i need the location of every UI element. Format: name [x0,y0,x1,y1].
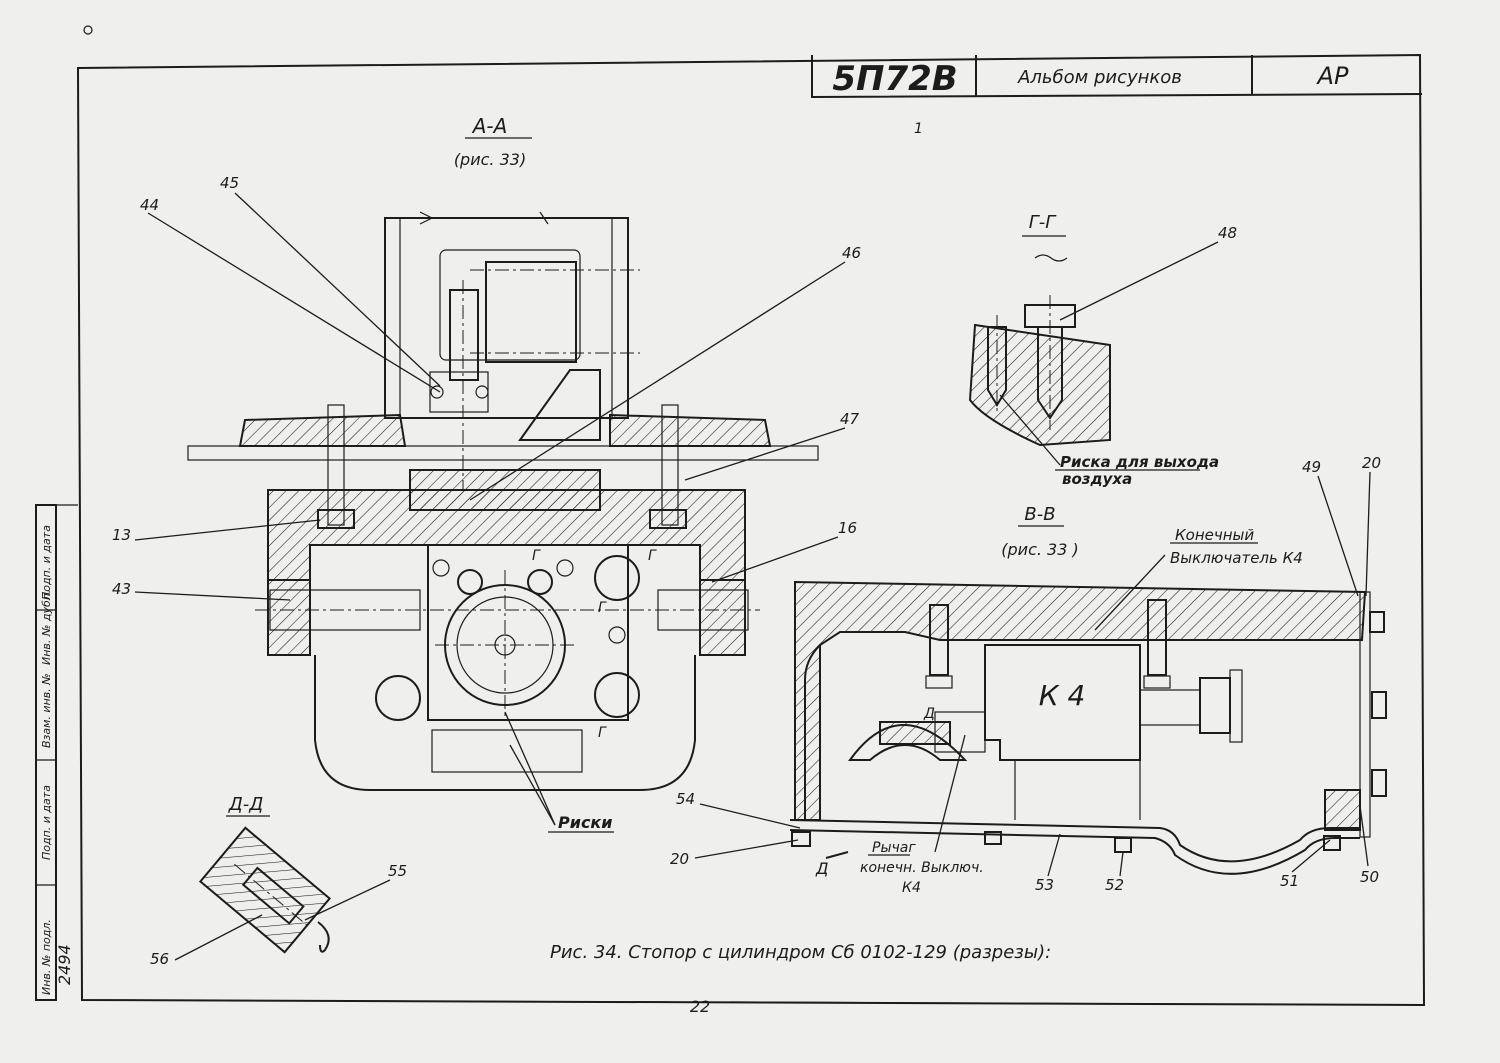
g-mark-2: Г [648,548,657,564]
section-gg-view: Г-Г 48 Риска для выхода воздуха [968,212,1237,488]
album-title: Альбом рисунков [1017,67,1182,88]
g-mark-3: Г [598,600,607,616]
side-stamp: Инв. № подл. Подп. и дата Взам. инв. № И… [35,504,78,1001]
callout-49: 49 [1302,458,1321,476]
riska-label-2: воздуха [1062,470,1132,488]
svg-text:22: 22 [690,997,710,1016]
g-mark-1: Г [532,548,541,564]
callout-54: 54 [676,790,695,808]
callout-16: 16 [838,519,857,537]
callout-44: 44 [140,196,159,214]
stamp-cell-2: Подп. и дата [40,785,53,860]
callout-20-top: 20 [1362,454,1381,472]
section-dd-view: Д-Д 55 56 [150,794,407,968]
callout-53: 53 [1035,876,1054,894]
konech-label-2: Выключатель К4 [1170,549,1303,567]
callout-51: 51 [1280,872,1299,890]
drawing-code: 5П72В [832,59,957,99]
callout-47: 47 [840,410,860,428]
stamp-cell-1: Инв. № подл. [40,919,53,995]
rychag-label-2: конечн. Выключ. [860,860,984,876]
section-vv-title: В-В [1024,504,1055,525]
callout-50: 50 [1360,868,1379,886]
d-mark-1: Д [923,706,935,722]
title-block: 5П72В Альбом рисунков АР 1 [811,55,1423,137]
konech-label-1: Конечный [1175,526,1254,544]
small-mark: 1 [914,121,923,137]
d-mark-2: Д [815,859,829,878]
section-vv-view: В-В (рис. 33 ) К 4 Д [789,504,1387,878]
callout-43: 43 [112,580,131,598]
rychag-label-1: Рычаг [872,840,916,856]
callout-55: 55 [388,862,407,880]
figure-caption: Рис. 34. Стопор с цилиндром Сб 0102-129 … [550,942,1051,963]
callout-52: 52 [1105,876,1124,894]
stamp-cell-5: Подп. и дата [40,525,53,600]
callout-45: 45 [220,174,239,192]
k4-label: К 4 [1039,679,1086,712]
section-aa-ref: (рис. 33) [454,150,526,169]
riski-label: Риски [558,813,613,832]
page-number: 22 [81,997,1425,1016]
g-mark-4: Г [598,725,607,741]
riska-label-1: Риска для выхода [1060,453,1219,471]
stamp-cell-3: Взам. инв. № [40,673,53,748]
callout-46: 46 [842,244,861,262]
stamp-inv-value: 2494 [55,944,74,985]
section-gg-title: Г-Г [1029,212,1058,233]
section-dd-title: Д-Д [228,794,264,815]
callout-20-bottom: 20 [670,850,689,868]
callout-56: 56 [150,950,169,968]
sheet-mark: АР [1316,62,1349,90]
stamp-cell-4: Инв. № дубл. [40,590,53,665]
rychag-label-3: К4 [902,880,921,896]
section-aa-callouts: 44 45 46 47 13 43 16 [112,174,861,601]
section-vv-ref: (рис. 33 ) [1001,540,1078,559]
callout-13: 13 [112,526,131,544]
section-vv-callouts: Конечный Выключатель К4 Рычаг конечн. Вы… [670,454,1381,896]
callout-48: 48 [1218,224,1237,242]
section-aa-view: А-А (рис. 33) [187,114,819,833]
section-aa-title: А-А [471,114,508,138]
